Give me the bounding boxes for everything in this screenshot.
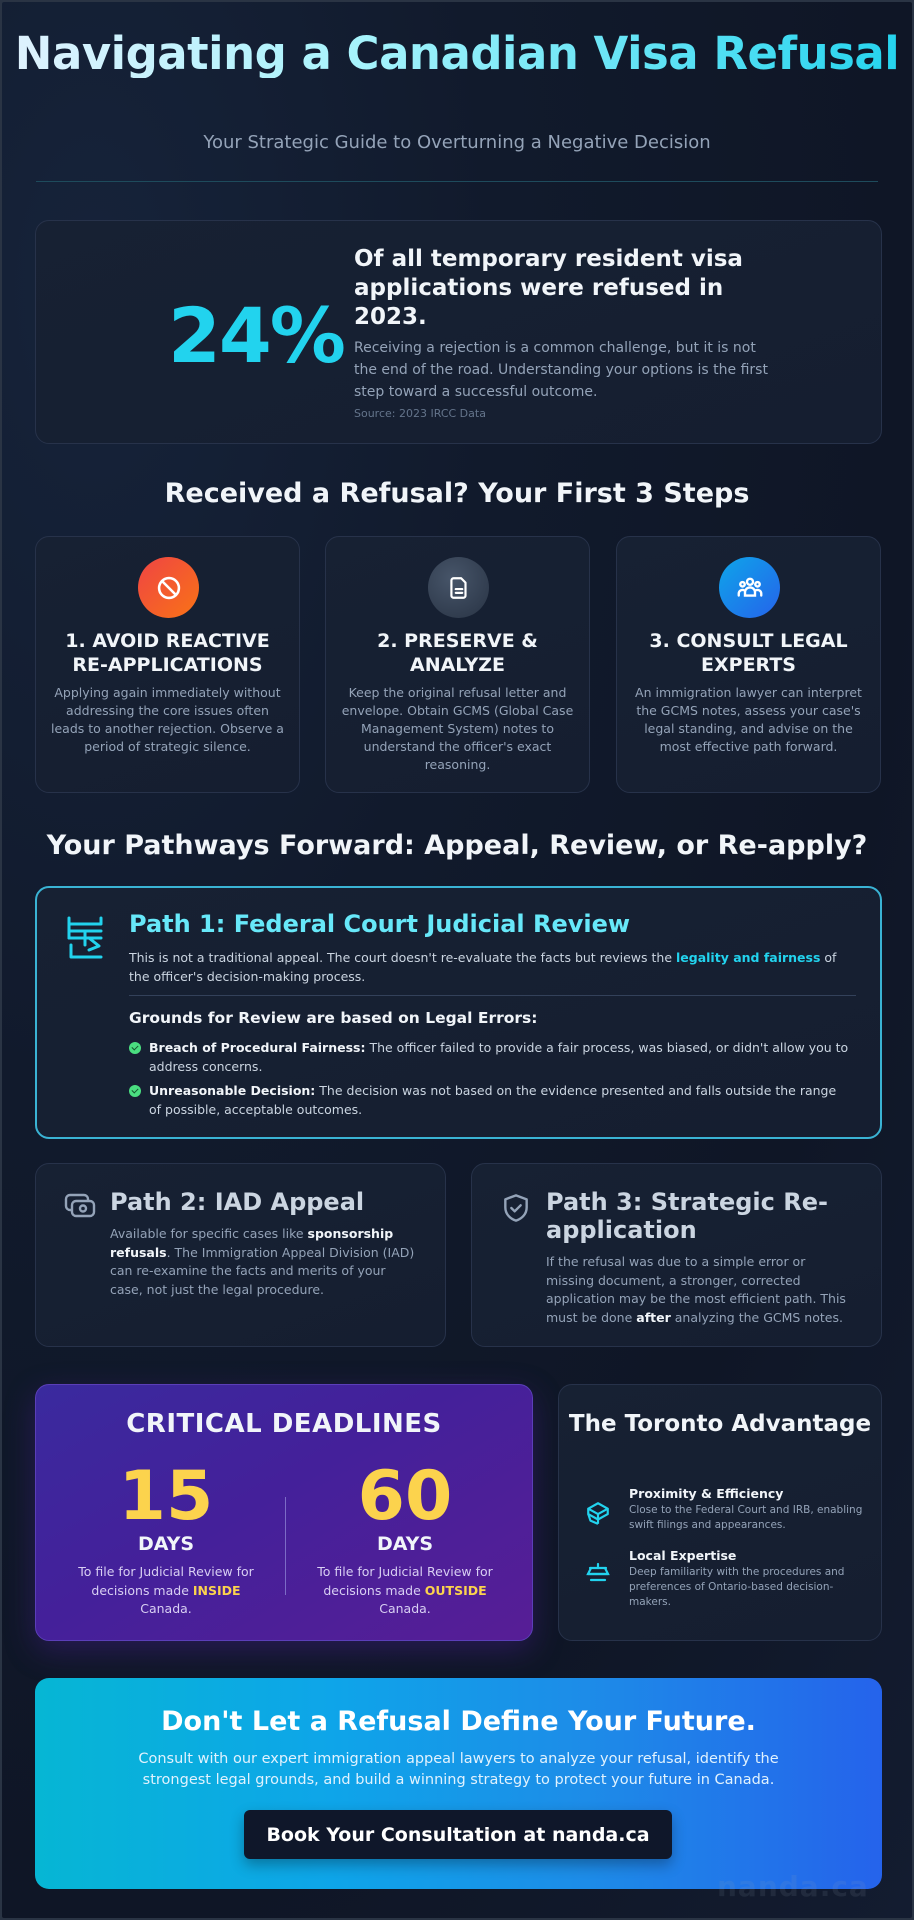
stat-source: Source: 2023 IRCC Data [354, 407, 486, 420]
book-consultation-button[interactable]: Book Your Consultation at nanda.ca [244, 1810, 672, 1859]
deadline-outside: 60 DAYS To file for Judicial Review for … [305, 1461, 505, 1619]
toronto-item-text: Local Expertise Deep familiarity with th… [629, 1548, 865, 1610]
check-circle-icon [129, 1085, 141, 1097]
deadline-number: 15 [118, 1457, 214, 1536]
step-body: An immigration lawyer can interpret the … [635, 685, 862, 754]
cta-body: Consult with our expert immigration appe… [138, 1751, 779, 1788]
toronto-item: Local Expertise Deep familiarity with th… [585, 1548, 865, 1610]
critical-deadlines-card: CRITICAL DEADLINES 15 DAYS To file for J… [35, 1384, 533, 1641]
path2-card: Path 2: IAD Appeal Available for specifi… [35, 1163, 446, 1347]
deadline-emphasis: INSIDE [192, 1582, 241, 1598]
cta-title: Don't Let a Refusal Define Your Future. [161, 1706, 756, 1737]
ground-text: Unreasonable Decision: The decision was … [149, 1081, 849, 1119]
ground-label: Breach of Procedural Fairness: [149, 1040, 366, 1055]
deadline-number: 60 [357, 1457, 453, 1536]
step-title: 1. AVOID REACTIVE RE-APPLICATIONS [65, 630, 270, 676]
toronto-item-body: Close to the Federal Court and IRB, enab… [629, 1504, 863, 1531]
toronto-item-heading: Local Expertise [629, 1548, 737, 1563]
document-icon [428, 557, 489, 618]
path3-card: Path 3: Strategic Re-application If the … [471, 1163, 882, 1347]
refusal-rate-value: 24% [168, 291, 346, 380]
path3-text: analyzing the GCMS notes. [670, 1309, 843, 1325]
deadline-unit: DAYS [376, 1533, 434, 1555]
path2-text: . The Immigration Appeal Division (IAD) … [110, 1244, 415, 1297]
path2-emphasis: sponsorship refusals [110, 1226, 394, 1260]
toronto-item: Proximity & Efficiency Close to the Fede… [585, 1486, 865, 1533]
users-icon [719, 557, 780, 618]
path1-divider [129, 995, 856, 996]
toronto-item-text: Proximity & Efficiency Close to the Fede… [629, 1486, 865, 1533]
path2-title: Path 2: IAD Appeal [110, 1188, 365, 1216]
deadline-text: To file for Judicial Review for decision… [78, 1564, 254, 1598]
scale-icon [585, 1562, 611, 1610]
path1-emphasis: legality and fairness [676, 950, 821, 965]
step-card-1: 1. AVOID REACTIVE RE-APPLICATIONS Applyi… [35, 536, 300, 793]
deadline-inside: 15 DAYS To file for Judicial Review for … [66, 1461, 266, 1619]
deadline-description: To file for Judicial Review for decision… [66, 1563, 266, 1619]
page-subtitle: Your Strategic Guide to Overturning a Ne… [203, 132, 711, 153]
cta-banner: Don't Let a Refusal Define Your Future. … [35, 1678, 882, 1889]
path1-title: Path 1: Federal Court Judicial Review [129, 910, 631, 938]
deadline-text: Canada. [140, 1601, 192, 1616]
deadlines-title: CRITICAL DEADLINES [126, 1409, 442, 1439]
toronto-item-body: Deep familiarity with the procedures and… [629, 1566, 845, 1608]
steps-heading: Received a Refusal? Your First 3 Steps [164, 478, 750, 509]
refusal-stat-card: 24% Of all temporary resident visa appli… [35, 220, 882, 444]
step-body: Applying again immediately without addre… [51, 685, 284, 754]
step-card-3: 3. CONSULT LEGAL EXPERTS An immigration … [616, 536, 881, 793]
ground-description: The officer failed to provide a fair pro… [149, 1040, 849, 1074]
watermark: nanda.ca [717, 1870, 869, 1903]
ground-item: Unreasonable Decision: The decision was … [129, 1081, 849, 1119]
deadline-unit: DAYS [137, 1533, 195, 1555]
ground-text: Breach of Procedural Fairness: The offic… [149, 1038, 849, 1076]
step-body: Keep the original refusal letter and env… [341, 685, 574, 772]
path3-title: Path 3: Strategic Re-application [546, 1188, 828, 1244]
path2-text: Available for specific cases like [110, 1226, 308, 1241]
grounds-heading: Grounds for Review are based on Legal Er… [129, 1009, 538, 1027]
header-divider [36, 181, 878, 182]
toronto-title: The Toronto Advantage [568, 1411, 872, 1437]
step-card-2: 2. PRESERVE & ANALYZE Keep the original … [325, 536, 590, 793]
toronto-item-heading: Proximity & Efficiency [629, 1486, 784, 1501]
check-circle-icon [129, 1042, 141, 1054]
deadline-text: Canada. [379, 1601, 431, 1616]
path3-text: If the refusal was due to a simple error… [546, 1254, 846, 1325]
deadlines-divider [285, 1497, 286, 1595]
deadline-description: To file for Judicial Review for decision… [305, 1563, 505, 1619]
path1-description: This is not a traditional appeal. The co… [129, 948, 849, 986]
stat-headline: Of all temporary resident visa applicati… [354, 246, 743, 330]
path1-text: This is not a traditional appeal. The co… [129, 950, 676, 965]
box-icon [585, 1500, 611, 1533]
ground-label: Unreasonable Decision: [149, 1083, 316, 1098]
path2-description: Available for specific cases like sponso… [110, 1225, 420, 1299]
pathways-heading: Your Pathways Forward: Appeal, Review, o… [46, 830, 868, 861]
path3-emphasis: after [636, 1309, 671, 1325]
step-title: 2. PRESERVE & ANALYZE [377, 630, 538, 676]
stat-body: Receiving a rejection is a common challe… [354, 340, 768, 400]
ban-icon [138, 557, 199, 618]
step-title: 3. CONSULT LEGAL EXPERTS [649, 630, 848, 676]
courthouse-icon [65, 914, 105, 964]
path3-description: If the refusal was due to a simple error… [546, 1253, 856, 1327]
ground-description: The decision was not based on the eviden… [149, 1083, 837, 1117]
deadline-emphasis: OUTSIDE [424, 1582, 487, 1598]
path1-text: of the officer's decision-making process… [129, 950, 837, 984]
ground-item: Breach of Procedural Fairness: The offic… [129, 1038, 849, 1076]
toronto-advantage-card: The Toronto Advantage Proximity & Effici… [558, 1384, 882, 1641]
page-title: Navigating a Canadian Visa Refusal [2, 30, 912, 78]
shield-check-icon [500, 1192, 532, 1228]
deadline-text: To file for Judicial Review for decision… [317, 1564, 493, 1598]
money-icon [64, 1192, 96, 1224]
path1-card: Path 1: Federal Court Judicial Review Th… [35, 886, 882, 1139]
